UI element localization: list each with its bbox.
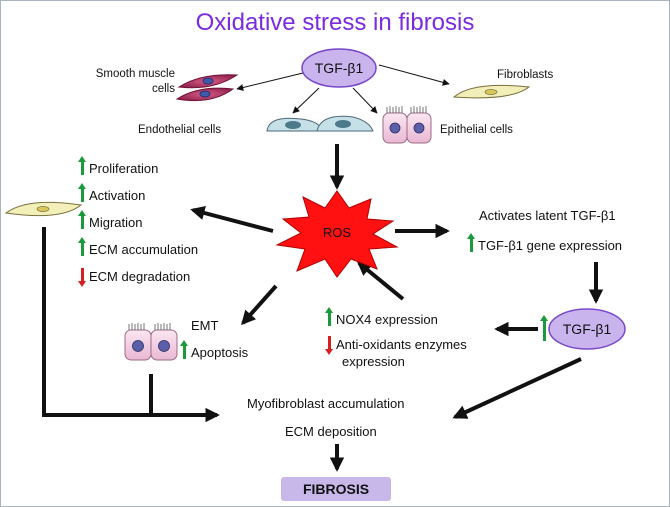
up-arrow-icon <box>325 307 333 326</box>
emt-label: EMT <box>191 318 219 333</box>
activates-latent-label: Activates latent TGF-β1 <box>479 208 616 223</box>
up-arrow-icon <box>467 233 475 252</box>
endothelial-cells-icon <box>266 115 374 132</box>
arrow-fibroblast-to-myofibroblast <box>42 227 220 423</box>
down-arrow-icon <box>325 336 333 355</box>
arrow-tgf-to-endothelial <box>292 87 320 114</box>
effect-item: Proliferation <box>78 156 198 187</box>
tgf-top-ellipse <box>301 48 377 88</box>
down-arrow-icon <box>78 268 86 287</box>
up-arrow-icon <box>78 237 86 256</box>
effect-item: Migration <box>78 210 198 241</box>
fibrosis-box: FIBROSIS <box>281 477 391 501</box>
effects-left-list: Proliferation Activation Migration ECM a… <box>78 156 198 295</box>
ecm-deposition-label: ECM deposition <box>285 424 377 439</box>
up-arrow-icon <box>180 340 188 359</box>
arrow-nox4-to-ros <box>356 261 405 301</box>
up-arrow-icon <box>540 315 548 341</box>
antioxidants-label: Anti-oxidants enzymes expression <box>325 336 467 370</box>
epithelial-emt-cells-icon <box>124 323 178 361</box>
effect-item: Activation <box>78 183 198 214</box>
tgf-right-label: TGF-β1 <box>562 321 612 337</box>
ros-label: ROS <box>322 225 352 240</box>
tgf-right-ellipse <box>548 308 626 350</box>
endothelial-label: Endothelial cells <box>138 124 222 136</box>
gene-expression-label: TGF-β1 gene expression <box>467 233 622 254</box>
apoptosis-label: Apoptosis <box>180 340 248 361</box>
effect-item: ECM accumulation <box>78 237 198 268</box>
tgf-top-label: TGF-β1 <box>314 60 364 76</box>
ros-starburst <box>275 190 399 278</box>
epithelial-cells-icon <box>382 106 432 144</box>
myofibroblast-label: Myofibroblast accumulation <box>247 396 405 411</box>
arrow-tgf-to-smooth-muscle <box>236 72 304 91</box>
fibroblasts-label: Fibroblasts <box>497 69 554 81</box>
arrow-tgf-to-epithelial <box>352 87 378 114</box>
fibroblast-left-icon <box>4 201 83 217</box>
up-arrow-icon <box>78 183 86 202</box>
arrow-ros-to-fibroblast <box>190 205 274 233</box>
smooth-muscle-cells-icon <box>175 74 239 102</box>
smooth-muscle-label: Smooth muscle cells <box>95 68 175 95</box>
epithelial-label: Epithelial cells <box>440 124 513 136</box>
arrow-tgf-to-fibroblasts <box>378 64 450 86</box>
arrow-ros-to-emt <box>241 284 278 326</box>
arrow-tgf-to-myofibroblast <box>452 357 582 419</box>
effect-item: ECM degradation <box>78 268 198 295</box>
fibroblast-icon <box>452 84 531 99</box>
nox4-label: NOX4 expression <box>325 307 438 328</box>
up-arrow-icon <box>78 210 86 229</box>
tgf-right-up-indicator <box>540 315 551 343</box>
diagram-title: Oxidative stress in fibrosis <box>195 9 475 36</box>
up-arrow-icon <box>78 156 86 175</box>
